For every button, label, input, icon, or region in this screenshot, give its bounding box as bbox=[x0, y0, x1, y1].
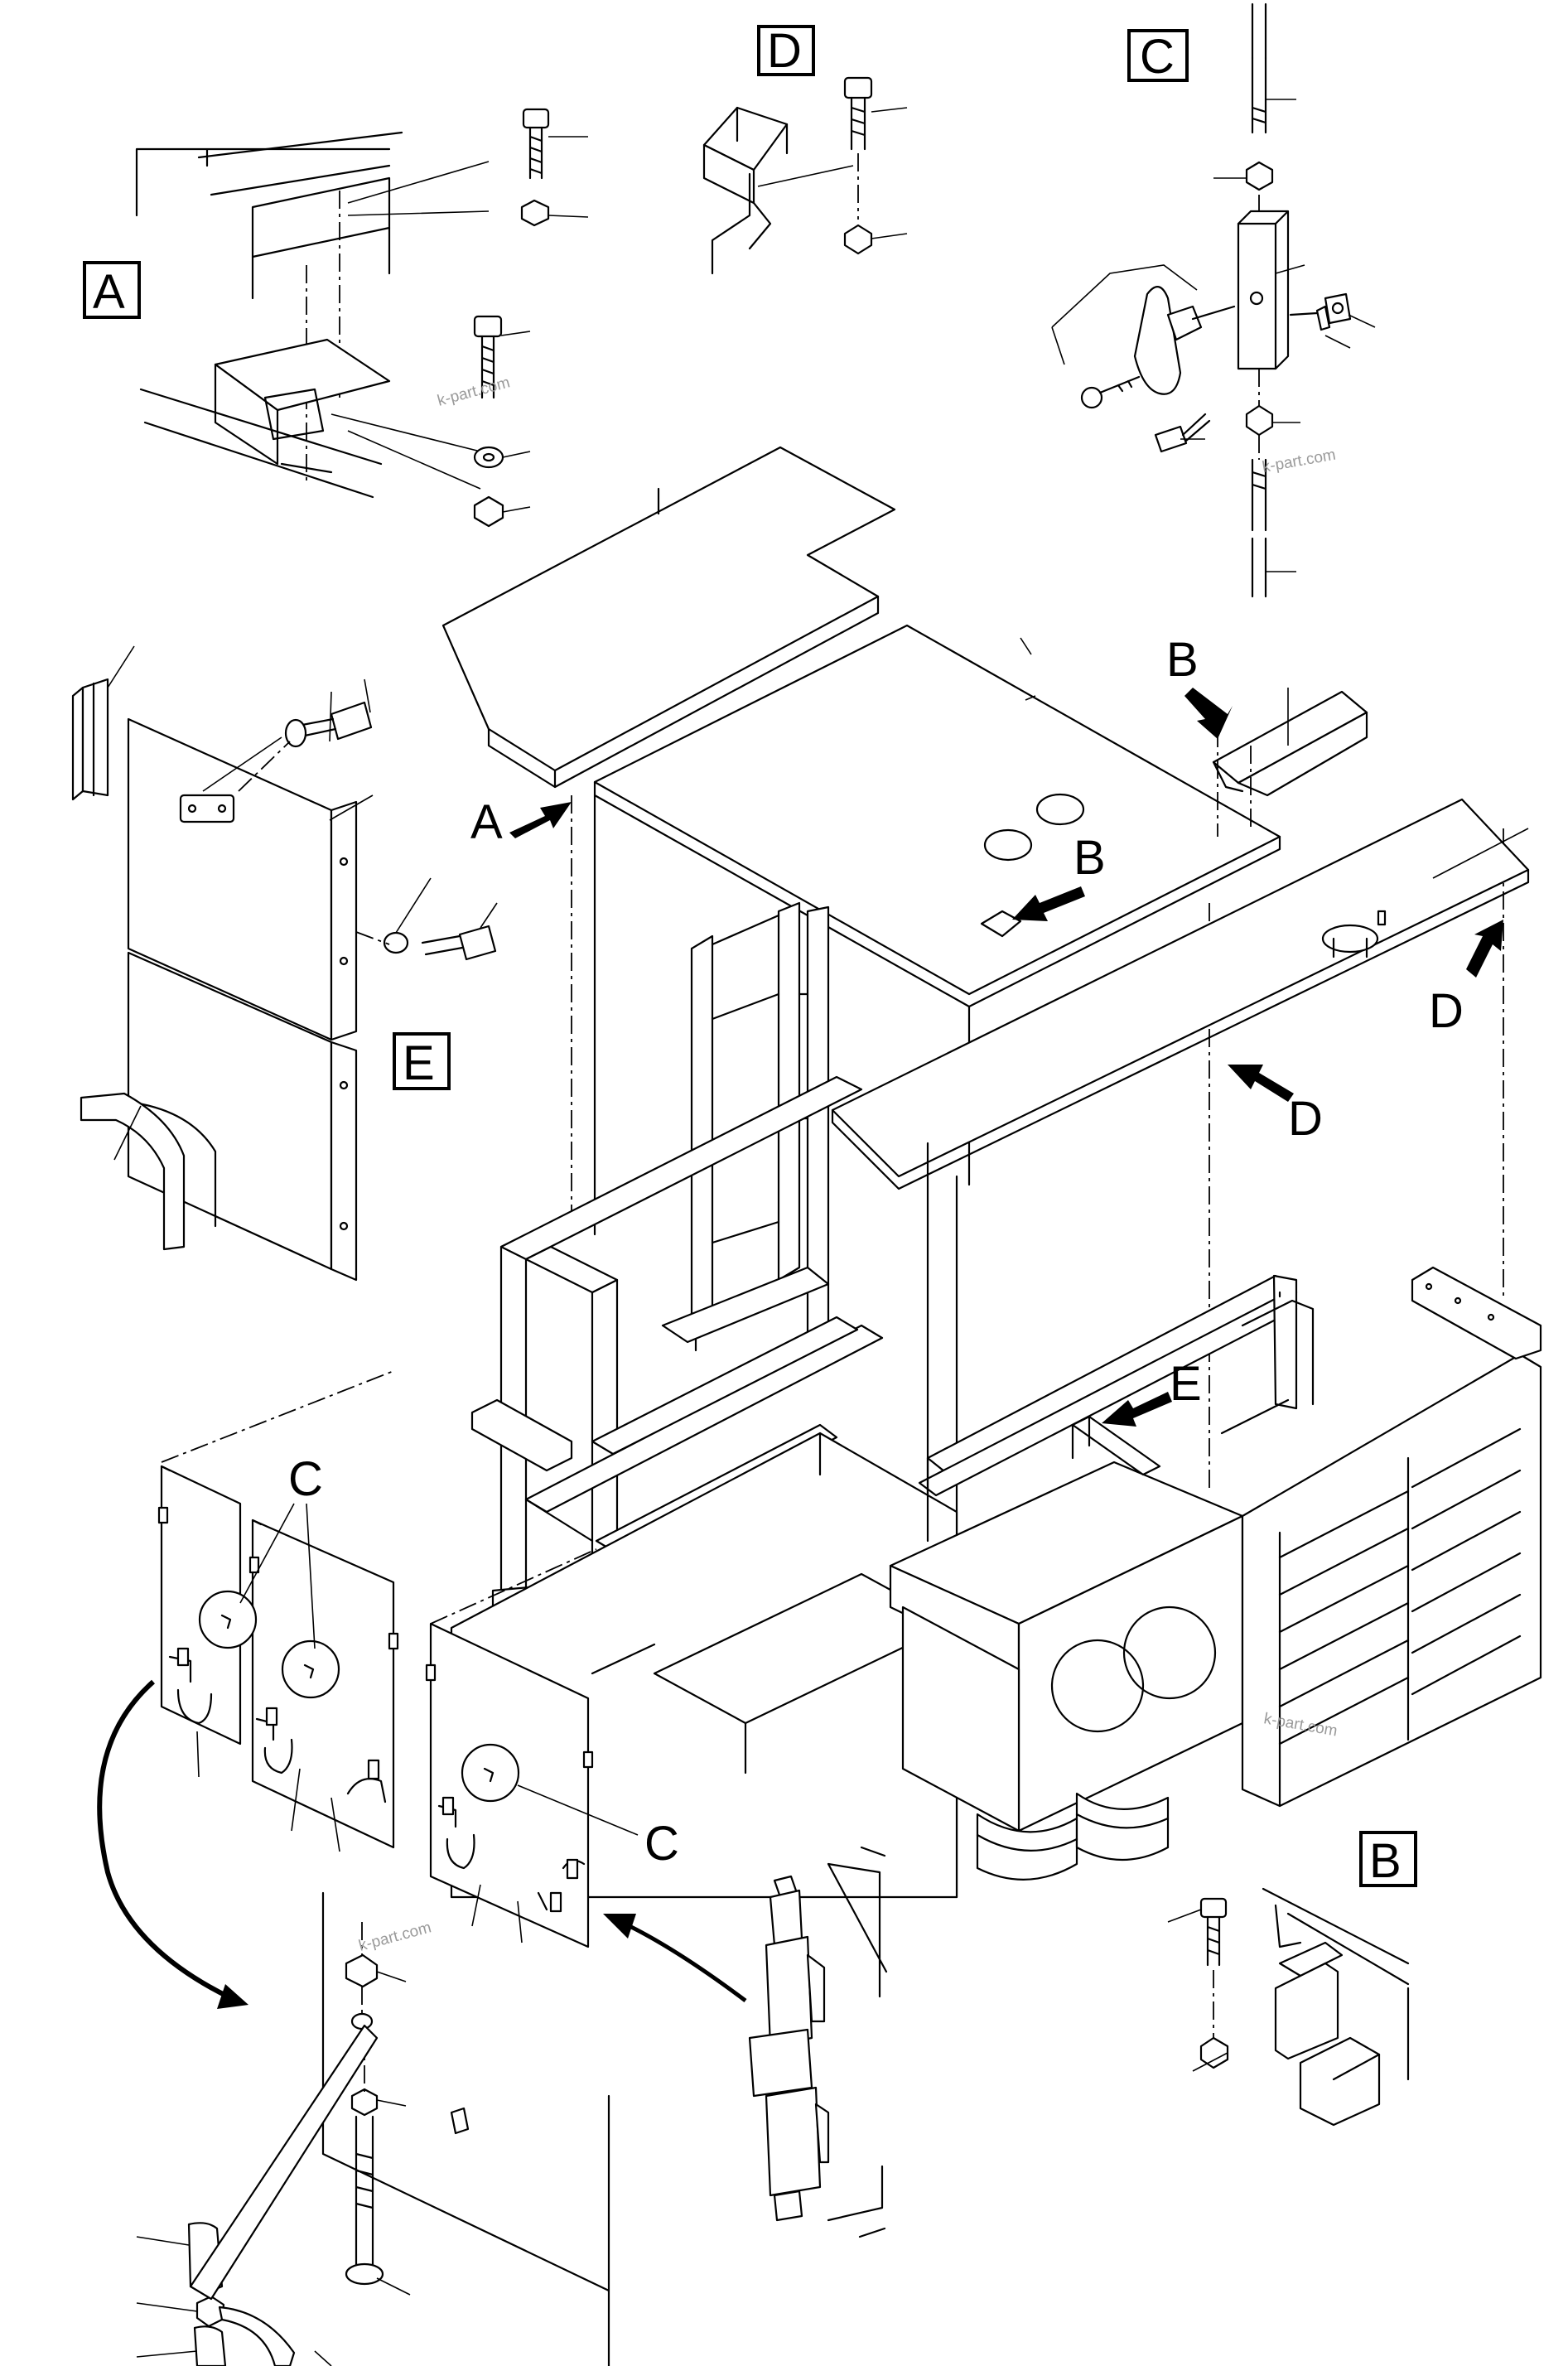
bolt-icon bbox=[301, 701, 373, 741]
detail-label-d: D bbox=[757, 24, 815, 78]
curved-arrow-icon bbox=[603, 1914, 747, 2003]
bolt-icon bbox=[1199, 1897, 1228, 1967]
detail-label-b: B bbox=[1359, 1831, 1417, 1888]
bolt-icon bbox=[421, 925, 497, 961]
callout-c-right: C bbox=[517, 1784, 679, 1871]
svg-text:D: D bbox=[1429, 984, 1464, 1038]
nut-icon bbox=[345, 1953, 379, 1988]
detail-label-c: C bbox=[1127, 29, 1189, 84]
callout-b-mid: B bbox=[1012, 831, 1106, 921]
washer-icon bbox=[473, 446, 504, 469]
detail-a-assembly bbox=[135, 108, 589, 528]
screw-icon bbox=[1154, 413, 1211, 453]
washer-icon bbox=[284, 718, 307, 748]
svg-text:D: D bbox=[1288, 1092, 1323, 1146]
svg-text:E: E bbox=[403, 1036, 435, 1090]
svg-text:E: E bbox=[1170, 1357, 1202, 1411]
thumb-screw-icon bbox=[1289, 292, 1352, 331]
detail-label-a: A bbox=[83, 261, 141, 319]
callout-d-right: D bbox=[1429, 920, 1503, 1038]
callout-d-mid: D bbox=[1228, 1065, 1323, 1146]
svg-text:A: A bbox=[470, 795, 503, 849]
svg-text:D: D bbox=[767, 24, 802, 78]
cab-assembly bbox=[441, 446, 1542, 1899]
bolt-icon bbox=[473, 315, 503, 399]
washer-icon bbox=[350, 2012, 374, 2030]
callout-b-top: B bbox=[1166, 633, 1233, 739]
key-icon bbox=[1080, 375, 1141, 409]
washer-icon bbox=[383, 931, 409, 954]
svg-text:B: B bbox=[1073, 831, 1106, 885]
curved-arrow-icon bbox=[97, 1679, 248, 2009]
latch-handle-icon bbox=[1133, 286, 1236, 395]
nut-icon bbox=[350, 2088, 379, 2117]
detail-c-assembly bbox=[1051, 2, 1376, 598]
callout-c-left: C bbox=[239, 1452, 323, 1649]
detail-d-assembly bbox=[702, 76, 908, 275]
callout-e: E bbox=[1102, 1357, 1202, 1427]
nut-icon bbox=[1199, 2036, 1229, 2069]
bolt-icon bbox=[522, 108, 550, 180]
lock-detail-c-icon bbox=[461, 1743, 520, 1803]
nut-icon bbox=[843, 224, 873, 255]
hinge-detail bbox=[136, 1891, 610, 2366]
door-panels bbox=[157, 1370, 597, 1948]
lock-detail-c-icon bbox=[281, 1639, 340, 1699]
watermark: k-part.com bbox=[436, 374, 512, 410]
svg-text:B: B bbox=[1369, 1834, 1402, 1888]
nut-icon bbox=[520, 199, 550, 227]
grease-fitting bbox=[748, 1846, 888, 2238]
svg-text:C: C bbox=[644, 1817, 679, 1871]
watermark: k-part.com bbox=[1261, 447, 1337, 476]
svg-text:A: A bbox=[93, 265, 125, 319]
svg-text:B: B bbox=[1166, 633, 1199, 687]
nut-icon bbox=[473, 495, 504, 528]
detail-b-assembly bbox=[1167, 1887, 1410, 2127]
svg-text:C: C bbox=[288, 1452, 323, 1506]
detail-e-assembly bbox=[71, 645, 498, 1282]
bolt-icon bbox=[843, 76, 873, 151]
svg-text:C: C bbox=[1140, 30, 1175, 84]
lock-detail-c-icon bbox=[198, 1590, 258, 1649]
watermark: k-part.com bbox=[357, 1919, 433, 1955]
callout-a: A bbox=[470, 795, 572, 849]
detail-label-e: E bbox=[393, 1032, 451, 1090]
